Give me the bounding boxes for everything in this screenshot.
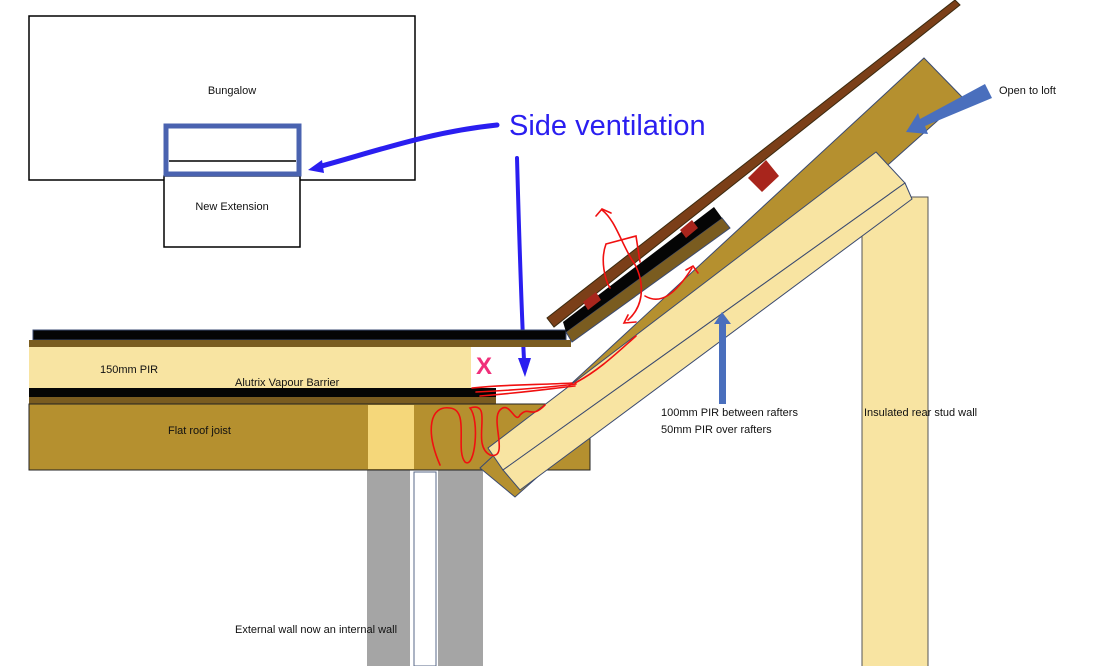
side-ventilation-label: Side ventilation — [509, 110, 706, 142]
external-wall-cavity — [413, 471, 437, 666]
flat-roof-membrane — [32, 329, 567, 341]
counter-batten — [583, 292, 601, 310]
pir-between-label: 100mm PIR between rafters — [661, 407, 798, 419]
vapour-barrier-label: Alutrix Vapour Barrier — [235, 377, 340, 389]
pir-between-rafters — [487, 151, 906, 471]
arrowhead-icon — [308, 160, 324, 173]
pir-over-rafters — [502, 182, 913, 491]
flat-roof-deck — [29, 340, 571, 347]
hand-drawn-arrow-to-window — [315, 122, 500, 170]
new-extension-outline — [163, 175, 301, 248]
wall-plate-insulation — [368, 405, 414, 469]
side-ventilation-window — [163, 123, 302, 177]
ceiling-board — [29, 397, 496, 404]
external-wall-left-leaf — [367, 470, 410, 666]
open-to-loft-label: Open to loft — [999, 85, 1056, 97]
vapour-barrier — [29, 388, 496, 397]
pir-over-label: 50mm PIR over rafters — [661, 424, 772, 436]
external-wall-right-leaf — [438, 470, 483, 666]
arrowhead-icon — [518, 358, 531, 377]
flat-roof-joist-label: Flat roof joist — [168, 425, 231, 437]
pir-150-label: 150mm PIR — [100, 364, 158, 376]
new-extension-label: New Extension — [195, 201, 268, 213]
pir-insulation-150mm — [29, 347, 471, 388]
external-wall-label: External wall now an internal wall — [235, 624, 397, 636]
rear-stud-wall — [861, 196, 929, 666]
counter-batten — [680, 220, 698, 238]
airflow-scribbles — [430, 208, 699, 466]
rear-stud-wall-label: Insulated rear stud wall — [864, 407, 977, 419]
pir-pointer-head — [714, 312, 731, 324]
slope-membrane — [563, 207, 722, 332]
bungalow-label: Bungalow — [208, 85, 256, 97]
pir-pointer-shaft — [719, 322, 726, 404]
blocked-vent-x-mark: X — [476, 353, 492, 380]
open-to-loft-arrow — [906, 84, 992, 134]
roof-tiles — [546, 0, 961, 328]
counter-batten — [748, 160, 779, 192]
